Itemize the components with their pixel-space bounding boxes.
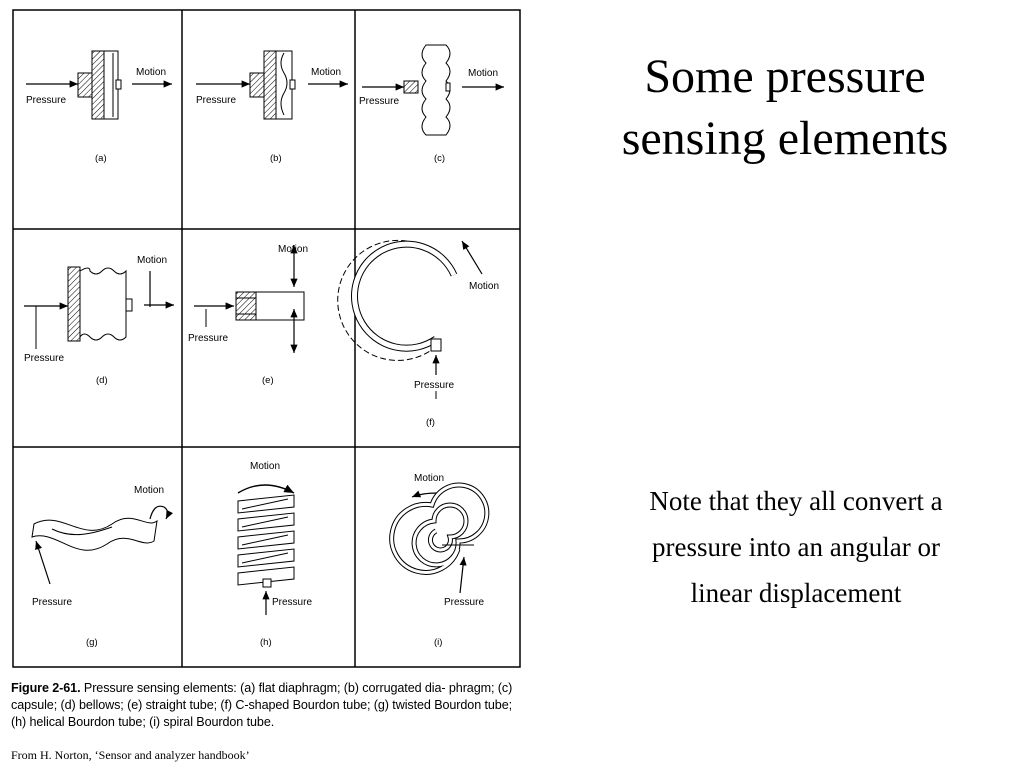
pressure-elements-figure: Pressure Motion (a) Pressure Motion (b) … <box>12 9 521 669</box>
panel-b-corrugated-diaphragm: Pressure Motion (b) <box>196 50 348 164</box>
panel-c-letter: (c) <box>434 153 445 164</box>
slide-note-line-3: linear displacement <box>690 578 902 608</box>
panel-c-capsule: Pressure Motion (c) <box>359 44 504 164</box>
panel-b-letter: (b) <box>270 153 282 164</box>
slide-title-line-2: sensing elements <box>621 112 949 165</box>
panel-a-motion-label: Motion <box>136 67 166 78</box>
panel-a-flat-diaphragm: Pressure Motion (a) <box>26 50 172 164</box>
panel-e-motion-label: Motion <box>278 244 308 255</box>
panel-i-pressure-label: Pressure <box>444 597 484 608</box>
panel-g-letter: (g) <box>86 637 98 648</box>
figure-caption: Figure 2-61. Pressure sensing elements: … <box>11 680 526 731</box>
panel-h-motion-label: Motion <box>250 461 280 472</box>
panel-c-motion-label: Motion <box>468 68 498 79</box>
panel-a-letter: (a) <box>95 153 107 164</box>
grid-frame <box>12 9 521 668</box>
figure-caption-label: Figure 2-61. <box>11 681 81 695</box>
panel-d-bellows: Pressure Motion (d) <box>24 255 174 386</box>
source-citation: From H. Norton, ‘Sensor and analyzer han… <box>11 748 250 762</box>
panel-i-spiral-bourdon-tube: Motion Pressure (i) <box>389 473 490 648</box>
panel-i-letter: (i) <box>434 637 442 648</box>
panel-f-c-shaped-bourdon-tube: Pressure Motion (f) <box>337 239 499 428</box>
panel-b-motion-label: Motion <box>311 67 341 78</box>
panel-f-letter: (f) <box>426 417 435 428</box>
slide-title-line-1: Some pressure <box>644 50 926 103</box>
panel-f-motion-label: Motion <box>469 281 499 292</box>
panel-c-pressure-label: Pressure <box>359 96 399 107</box>
panel-d-letter: (d) <box>96 375 108 386</box>
panel-d-motion-label: Motion <box>137 255 167 266</box>
panel-h-pressure-label: Pressure <box>272 597 312 608</box>
panel-e-straight-tube: Pressure Motion (e) <box>188 244 308 386</box>
panel-e-letter: (e) <box>262 375 274 386</box>
slide-note: Note that they all convert a pressure in… <box>590 478 1002 616</box>
panel-a-pressure-label: Pressure <box>26 95 66 106</box>
slide-note-line-1: Note that they all convert a <box>649 486 943 516</box>
panel-g-motion-label: Motion <box>134 485 164 496</box>
panel-d-pressure-label: Pressure <box>24 353 64 364</box>
figure-caption-text: Pressure sensing elements: (a) flat diap… <box>11 681 513 729</box>
panel-i-motion-label: Motion <box>414 473 444 484</box>
panel-e-pressure-label: Pressure <box>188 333 228 344</box>
panel-g-pressure-label: Pressure <box>32 597 72 608</box>
panel-g-twisted-bourdon-tube: Pressure Motion (g) <box>31 485 173 648</box>
panel-h-letter: (h) <box>260 637 272 648</box>
panel-f-pressure-label: Pressure <box>414 380 454 391</box>
slide-note-line-2: pressure into an angular or <box>652 532 940 562</box>
panel-h-helical-bourdon-tube: Motion Pressure (h) <box>237 461 312 648</box>
slide-title: Some pressure sensing elements <box>560 46 1010 170</box>
panel-b-pressure-label: Pressure <box>196 95 236 106</box>
